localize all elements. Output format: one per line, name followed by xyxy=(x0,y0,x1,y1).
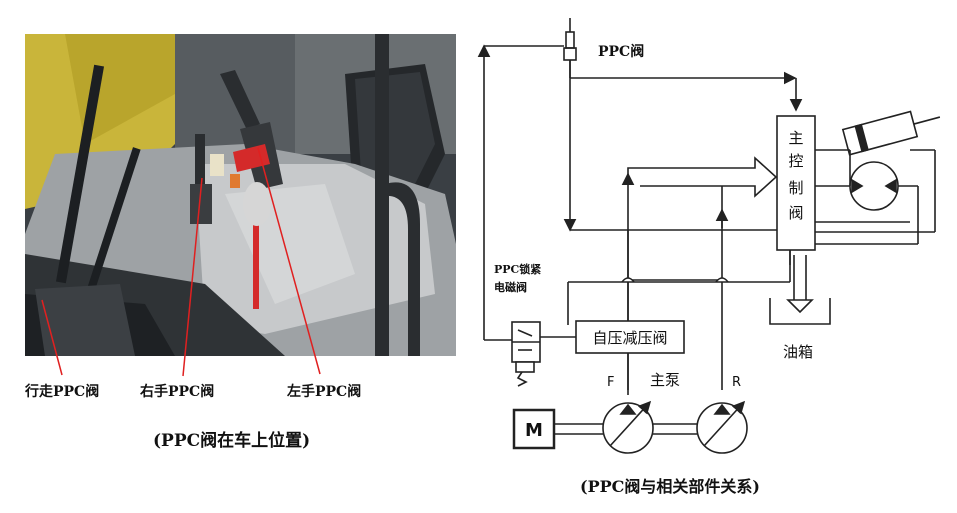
tank-label: 油箱 xyxy=(783,343,813,361)
control-valve-label-2: 控 xyxy=(788,152,803,170)
pointer-lines xyxy=(41,147,321,377)
motor-label: M xyxy=(525,420,543,441)
ppc-valve-label: PPC阀 xyxy=(598,43,644,60)
travel-ppc-label: 行走PPC阀 xyxy=(25,384,100,400)
control-valve-label-1: 主 xyxy=(788,129,803,147)
cab-photo xyxy=(25,34,456,356)
left-hand-ppc-label: 左手PPC阀 xyxy=(287,384,362,400)
lock-solenoid-label-2: 电磁阀 xyxy=(494,280,527,294)
main-pump-label: 主泵 xyxy=(650,371,680,389)
pump-f-label: F xyxy=(607,375,614,390)
pump-r-label: R xyxy=(732,375,741,390)
hydraulic-diagram: PPC阀 主 控 制 阀 PPC锁紧 电磁阀 自压减压阀 油箱 主泵 F R M… xyxy=(477,18,941,496)
travel-pointer-line xyxy=(41,299,63,376)
left-hand-pointer-line xyxy=(257,147,321,375)
control-valve-label-3: 制 xyxy=(788,179,803,197)
right-caption: (PPC阀与相关部件关系) xyxy=(580,477,760,496)
reducing-valve-label: 自压减压阀 xyxy=(592,329,667,347)
right-hand-pointer-line xyxy=(182,177,203,377)
lock-solenoid-label-1: PPC锁紧 xyxy=(494,262,541,276)
right-hand-ppc-label: 右手PPC阀 xyxy=(140,384,215,400)
control-valve-label-4: 阀 xyxy=(788,204,803,222)
left-caption: (PPC阀在车上位置) xyxy=(153,431,311,451)
